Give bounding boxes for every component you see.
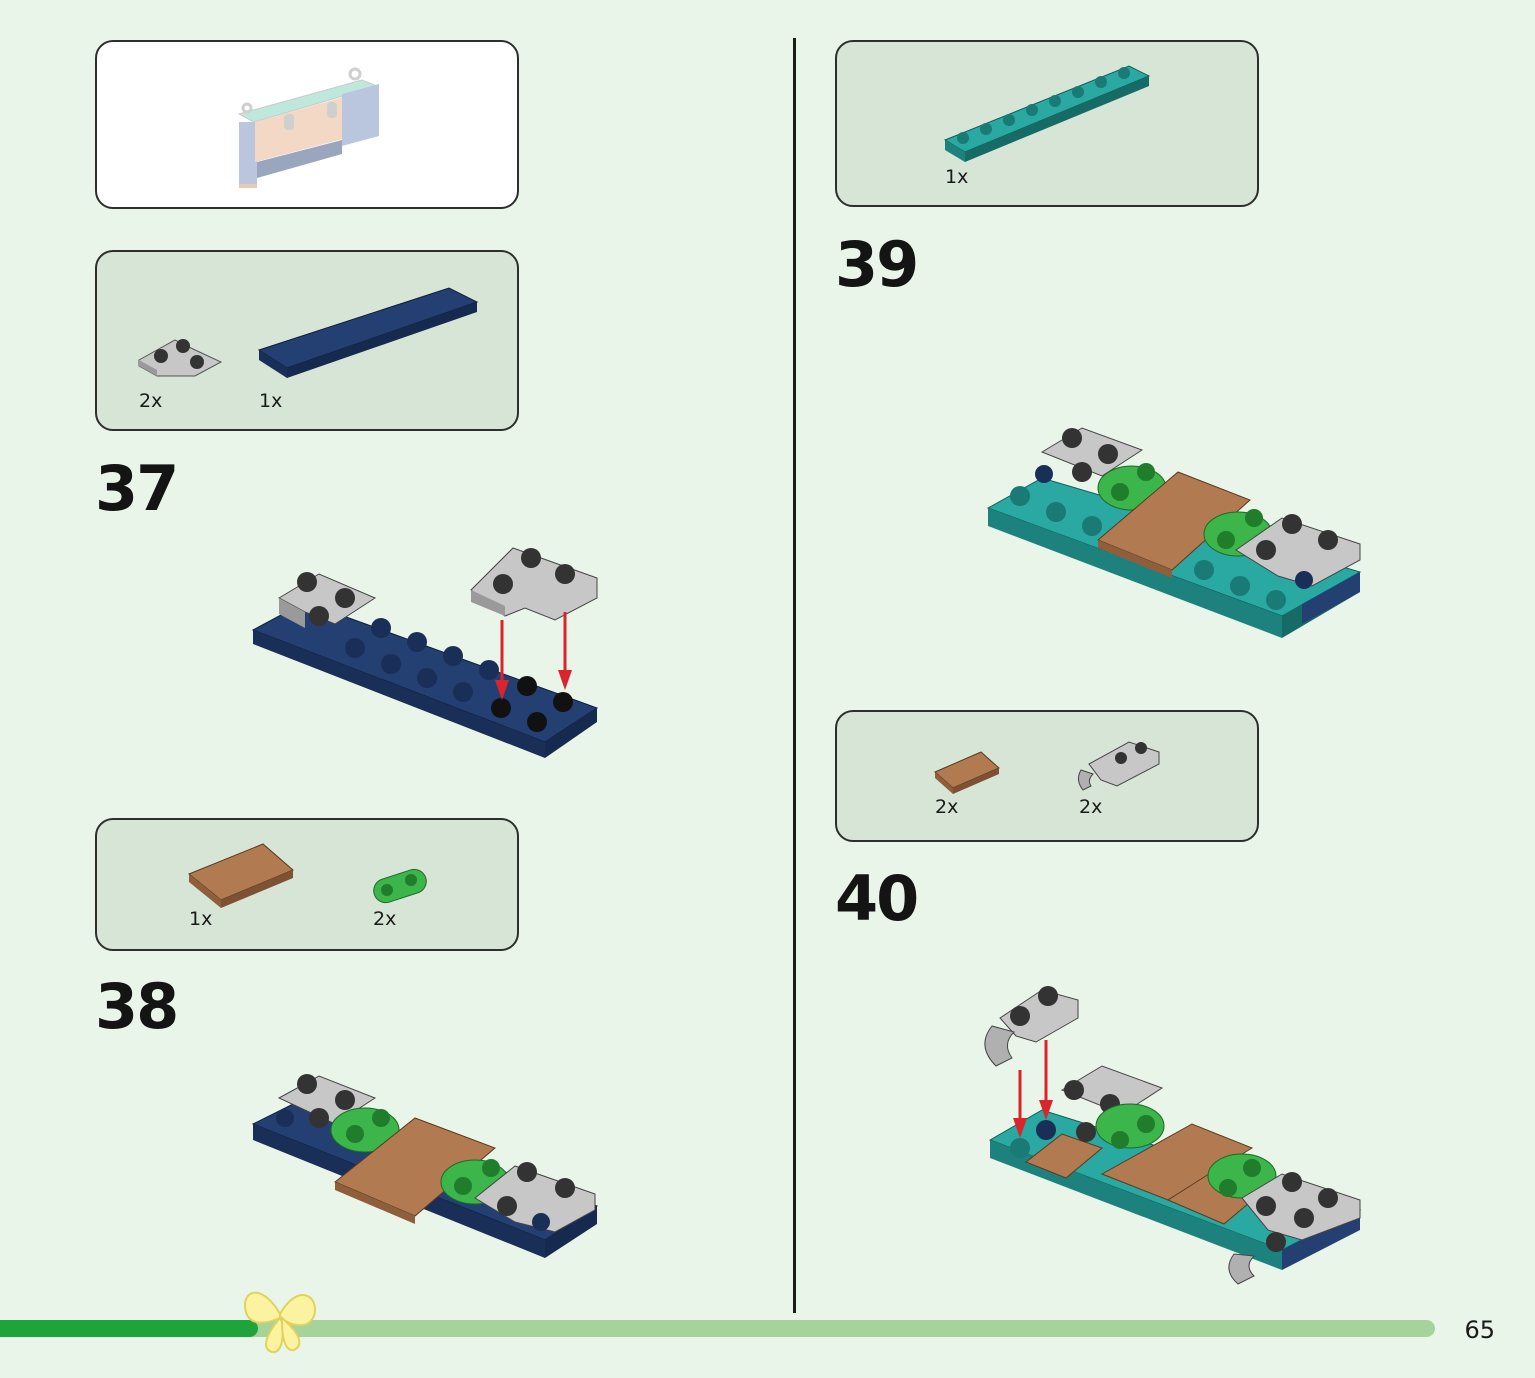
model-preview-box — [95, 40, 519, 209]
clip-icon — [1228, 1253, 1256, 1285]
step-40-assembly — [984, 986, 1362, 1285]
parts-box-step-40: 2x 2x — [835, 710, 1259, 842]
step-number: 39 — [835, 228, 919, 301]
teal-1x8-plate-icon — [943, 65, 1151, 162]
model-preview-image — [237, 67, 379, 188]
part-qty: 1x — [189, 908, 213, 930]
step-39-assembly — [986, 427, 1362, 638]
gray-corner-plate-icon — [138, 339, 223, 377]
parts-box-step-37: 2x 1x — [95, 250, 519, 431]
parts-box-step-39: 1x — [835, 40, 1259, 207]
progress-fill — [0, 1320, 258, 1337]
part-qty: 1x — [259, 390, 283, 412]
parts-box-step-38: 1x 2x — [95, 818, 519, 951]
dark-blue-2x8-plate-icon — [257, 287, 479, 378]
step-number: 37 — [95, 452, 179, 525]
part-qty: 2x — [373, 908, 397, 930]
page-number: 65 — [1464, 1316, 1495, 1344]
brown-tile-icon — [188, 843, 294, 908]
step-37-assembly — [251, 547, 599, 758]
part-qty: 2x — [139, 390, 163, 412]
part-qty: 2x — [1079, 796, 1103, 818]
step-38-assembly — [251, 1074, 599, 1258]
step-number: 40 — [835, 862, 919, 935]
progress-track — [0, 1320, 1435, 1337]
part-qty: 2x — [935, 796, 959, 818]
gray-clip-plate-icon — [1077, 741, 1160, 791]
clip-icon — [984, 1025, 1015, 1067]
brown-tile-icon — [934, 751, 1000, 794]
butterfly-icon — [244, 1291, 316, 1354]
column-divider — [793, 38, 796, 1313]
green-1x2-round-plate-icon — [373, 868, 427, 904]
part-qty: 1x — [945, 166, 969, 188]
step-number: 38 — [95, 970, 179, 1043]
